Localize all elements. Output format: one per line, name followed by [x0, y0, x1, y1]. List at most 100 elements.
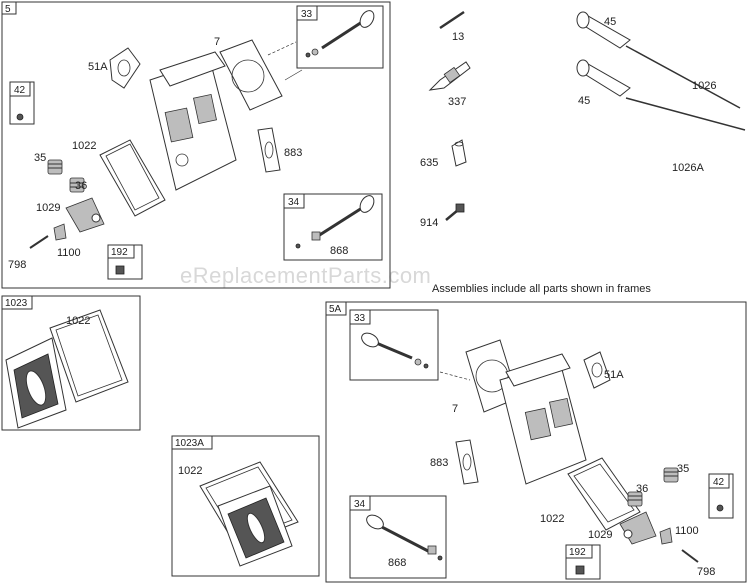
spring-36-bottom-part — [627, 491, 643, 507]
box-192-top-tag — [107, 244, 135, 259]
frame-1023a-tag — [171, 435, 213, 450]
screw-192-top — [115, 265, 125, 275]
assemblies-note: Assemblies include all parts shown in fr… — [432, 283, 651, 295]
callout-36-top: 36 — [75, 180, 87, 192]
rocker-arm-1029-part — [65, 197, 105, 233]
pivot-1100-top-part — [53, 223, 67, 241]
callout-1029-bottom: 1029 — [588, 529, 612, 541]
gasket-51a-part — [109, 47, 141, 89]
callout-36-bottom: 36 — [636, 483, 648, 495]
nut-42-top — [16, 113, 24, 121]
callout-635: 635 — [420, 157, 438, 169]
bolt-798-bottom-part — [681, 549, 699, 563]
watermark-text: eReplacementParts.com — [180, 263, 431, 288]
box-192-bottom-label: 192 — [569, 547, 586, 558]
box-34-bottom-tag — [349, 495, 371, 511]
spring-35-bottom-part — [663, 467, 679, 483]
callout-1100-bottom: 1100 — [675, 525, 699, 537]
pivot-1100-bottom-part — [659, 527, 673, 545]
frame-5-border — [1, 1, 391, 289]
box-42-top-label: 42 — [14, 85, 26, 96]
callout-1029-top: 1029 — [36, 202, 60, 214]
frame-1023-label: 1023 — [5, 298, 28, 309]
box-33-top — [296, 5, 384, 69]
callout-798-bottom: 798 — [697, 566, 715, 578]
frame-5: 5 33 42 51A 7 — [1, 1, 391, 289]
screw-192-bottom — [575, 565, 585, 575]
dashed-leader-top — [267, 41, 297, 56]
intake-valve-part — [295, 195, 375, 249]
frame-1023a: 1023A 1022 — [171, 435, 320, 577]
callout-7-bottom: 7 — [452, 403, 458, 415]
callout-7-top: 7 — [214, 36, 220, 48]
box-192-bottom-tag — [565, 544, 593, 559]
spark-plug-337-part — [428, 61, 471, 91]
box-33-bottom — [349, 309, 439, 381]
callout-1026: 1026 — [692, 80, 716, 92]
callout-1022-c2: 1022 — [178, 465, 202, 477]
frame-1023a-border — [171, 435, 320, 577]
nut-42-bottom — [716, 504, 724, 512]
callout-45a: 45 — [604, 16, 616, 28]
screw-914-part — [445, 203, 465, 221]
pushrod-1026-part — [625, 45, 741, 109]
callout-51a-top: 51A — [88, 61, 108, 73]
cylinder-head-part — [149, 51, 237, 191]
exhaust-valve-bottom-part — [361, 332, 429, 369]
box-42-bottom-label: 42 — [713, 477, 725, 488]
rocker-arm-1029-bottom-part — [619, 511, 657, 545]
frame-1023a-label: 1023A — [175, 438, 204, 449]
box-34-bottom — [349, 495, 447, 579]
pushrod-1026a-part — [625, 97, 746, 131]
box-42-bottom-tag — [708, 473, 730, 489]
box-33-bottom-tag — [349, 309, 371, 325]
cover-gasket-1022-top-part — [99, 139, 166, 217]
box-34-top-tag — [283, 193, 305, 209]
spring-36-part — [69, 177, 85, 193]
callout-883-bottom: 883 — [430, 457, 448, 469]
callout-798-top: 798 — [8, 259, 26, 271]
frame-5a: 5A 33 7 51A — [325, 301, 747, 583]
callout-1022-c1: 1022 — [66, 315, 90, 327]
frame-5a-border — [325, 301, 747, 583]
bolt-798-top-part — [29, 235, 49, 249]
exhaust-valve-part — [305, 10, 375, 58]
gasket-883-part — [257, 127, 281, 173]
box-34-bottom-label: 34 — [354, 499, 366, 510]
callout-1022-bottom: 1022 — [540, 513, 564, 525]
callout-45b: 45 — [578, 95, 590, 107]
cylinder-head-bottom-part — [499, 353, 587, 485]
gasket-883-bottom-part — [455, 439, 479, 485]
frame-1023-border — [1, 295, 141, 431]
valve-cover-1023a-part — [217, 485, 293, 567]
box-34-top — [283, 193, 383, 261]
box-192-top-label: 192 — [111, 247, 128, 258]
tappet-45b-part — [576, 59, 631, 97]
box-42-top-tag — [9, 81, 31, 97]
tappet-45a-part — [576, 11, 631, 49]
leader-33-top — [284, 69, 303, 81]
spring-35-part — [47, 159, 63, 175]
callout-13: 13 — [452, 31, 464, 43]
fitting-635-part — [451, 139, 467, 167]
callout-35-bottom: 35 — [677, 463, 689, 475]
frame-5a-label: 5A — [329, 304, 342, 315]
callout-1022-top: 1022 — [72, 140, 96, 152]
frame-5-label: 5 — [5, 4, 11, 15]
box-33-top-tag — [296, 5, 318, 21]
frame-1023-tag — [1, 295, 33, 310]
frame-5-tag — [1, 1, 17, 15]
frame-1023: 1023 1022 — [1, 295, 141, 431]
callout-337: 337 — [448, 96, 466, 108]
callout-1100-top: 1100 — [57, 247, 81, 259]
callout-868-bottom: 868 — [388, 557, 406, 569]
box-33-top-label: 33 — [301, 9, 313, 20]
callout-51a-bottom: 51A — [604, 369, 624, 381]
dashed-leader-bottom — [439, 371, 471, 381]
pushrod-group: 45 45 1026 1026A — [576, 11, 746, 174]
gasket-1022-c1-part — [49, 309, 129, 403]
cover-gasket-1022-bottom-part — [567, 457, 641, 531]
screw-13-part — [439, 10, 465, 30]
intake-valve-bottom-part — [366, 514, 443, 561]
